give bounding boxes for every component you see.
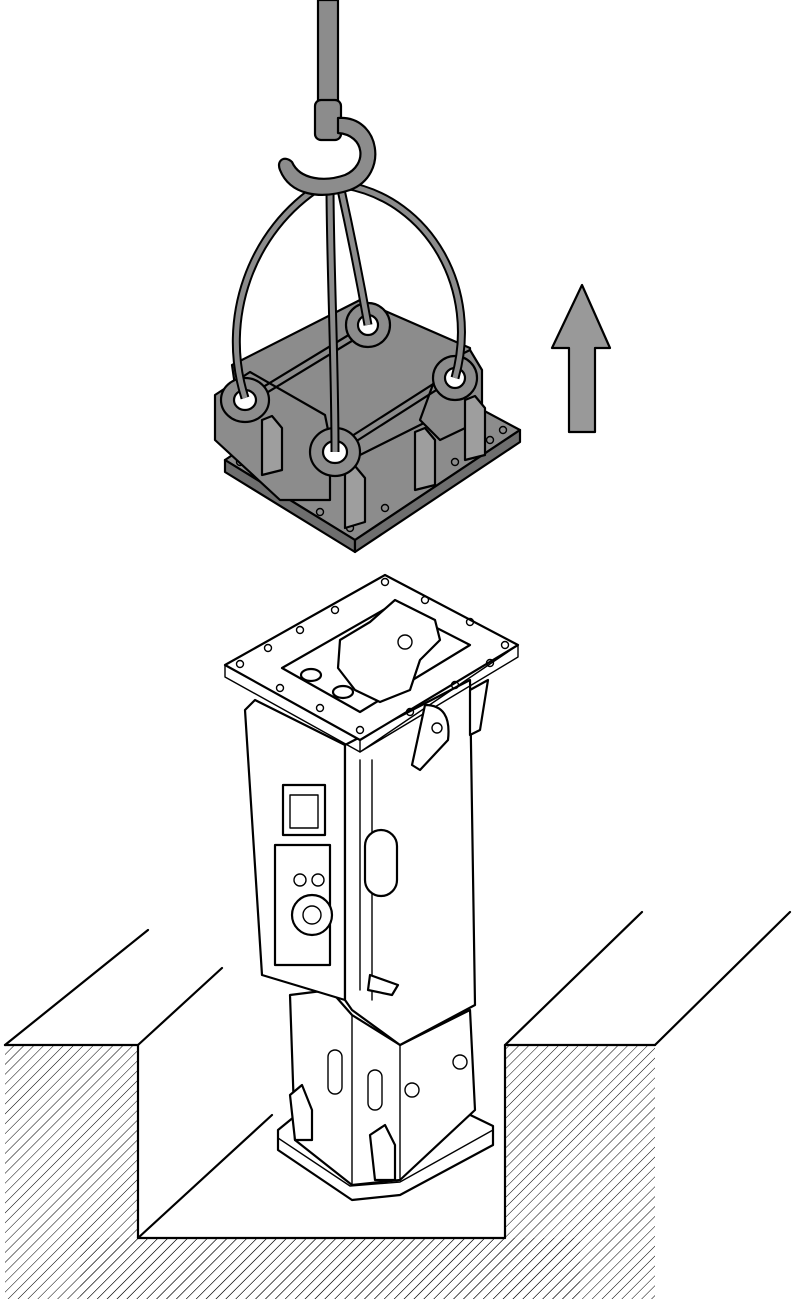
pit-floor-edge [136,1113,274,1240]
flange-bolt-holes [235,577,510,735]
lower-bolt-hole-1 [404,1082,420,1098]
front-oval-window [363,828,399,898]
front-hook-tab [366,973,400,997]
soil-hatch-right [505,1045,655,1100]
lower-slot-1 [327,1049,343,1095]
pit-rim-right [653,910,792,1047]
bracket-stiffener-4 [260,414,284,477]
bracket-stiffener-2 [463,394,487,462]
pit-inner-right-edge [503,910,644,1047]
flange-gusset [468,678,490,737]
side-piston-cap [290,893,334,937]
bracket-icon [213,298,522,554]
hook-body [277,116,377,196]
side-lifting-ear [410,703,450,772]
breaker-front-face [343,678,477,1047]
bracket-pin-upper [243,323,367,400]
wear-pad-front [368,1123,397,1182]
lower-slot-2 [367,1069,383,1111]
bracket-stiffener-1 [413,426,437,492]
pit-ledge-left [3,1043,657,1240]
soil-hatch-left [5,1045,138,1299]
lower-bolt-hole-2 [452,1054,468,1070]
arrow-up-icon [550,283,612,434]
breaker-icon [223,573,520,1202]
soil-hatch-base [80,1238,580,1299]
wear-pad-left [288,1083,314,1142]
crane-cable [316,0,340,107]
crane-hook-icon [277,0,377,196]
pit-inner-left-edge [136,966,224,1047]
sling-icon [231,180,466,453]
top-fitting-2 [331,684,355,700]
piston-top-block [336,598,442,704]
top-block-hole [397,634,413,650]
side-fitting-2 [311,873,325,887]
side-fitting-1 [293,873,307,887]
top-fitting-1 [299,667,323,683]
bracket-stiffener-3 [343,464,367,530]
pit-rim-left [3,928,150,1047]
